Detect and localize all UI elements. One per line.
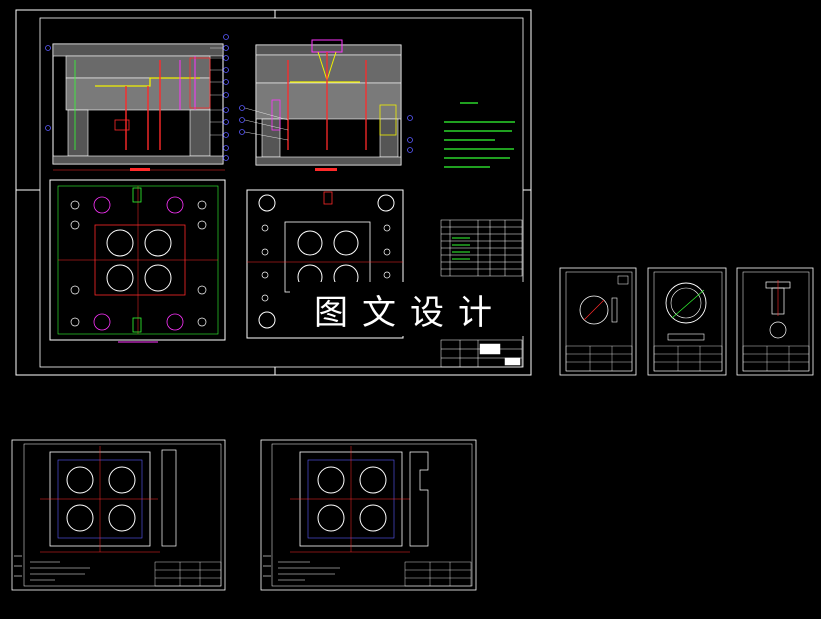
technical-notes: [444, 102, 515, 168]
part-sheet-plate[interactable]: [559, 267, 637, 376]
parts-list-table: [440, 219, 523, 277]
watermark-text: 图文设计: [290, 282, 530, 336]
cavity-plate-sheet-b[interactable]: [260, 439, 477, 591]
front-section-view: [45, 34, 229, 171]
main-title-block: [440, 339, 523, 368]
part-sheet-pin[interactable]: [736, 267, 814, 376]
cavity-plate-sheet-a[interactable]: [11, 439, 226, 591]
plan-view-left: [49, 179, 226, 343]
side-section-view: [239, 39, 413, 171]
part-sheet-ring[interactable]: [647, 267, 727, 376]
main-assembly-sheet[interactable]: [15, 9, 532, 376]
